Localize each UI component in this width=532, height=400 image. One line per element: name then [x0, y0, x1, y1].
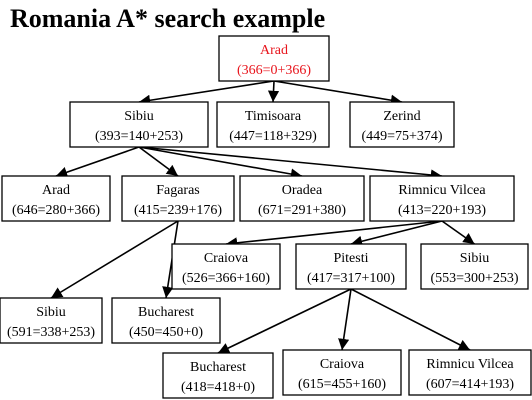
tree-node-n6: Oradea (671=291+380) [239, 175, 365, 222]
edge-n1-n4 [55, 146, 140, 178]
node-city-label: Zerind [383, 109, 420, 124]
tree-node-n15: Rimnicu Vilcea (607=414+193) [408, 349, 532, 396]
node-city-label: Craiova [204, 251, 249, 266]
node-cost-label: (417=317+100) [307, 271, 395, 286]
edge-n9-n15 [350, 288, 471, 351]
node-box [69, 101, 209, 148]
node-city-label: Arad [42, 183, 70, 198]
edge-layer [50, 80, 475, 354]
node-cost-label: (615=455+160) [298, 377, 386, 392]
tree-node-n4: Arad (646=280+366) [1, 175, 111, 222]
edge-n5-n11 [50, 220, 179, 299]
edge-n1-n6 [138, 146, 303, 180]
node-city-label: Bucharest [190, 360, 246, 375]
node-cost-label: (447=118+329) [229, 129, 317, 144]
node-city-label: Bucharest [138, 305, 194, 320]
tree-node-n13: Bucharest (418=418+0) [162, 352, 274, 399]
node-box [162, 352, 274, 399]
node-city-label: Craiova [320, 357, 365, 372]
node-box [1, 175, 111, 222]
edge-n7-n9 [350, 220, 443, 247]
node-city-label: Sibiu [36, 305, 66, 320]
tree-node-n0: Arad (366=0+366) [218, 35, 330, 82]
node-box [369, 175, 515, 222]
node-cost-label: (671=291+380) [258, 203, 346, 218]
node-city-label: Sibiu [124, 109, 154, 124]
edge-n1-n7 [138, 146, 443, 181]
node-box [239, 175, 365, 222]
node-box [121, 175, 235, 222]
node-city-label: Sibiu [460, 251, 490, 266]
node-box [282, 349, 402, 396]
edge-n9-n13 [217, 288, 352, 354]
node-cost-label: (607=414+193) [426, 377, 514, 392]
node-city-label: Rimnicu Vilcea [398, 183, 486, 198]
node-box [295, 243, 407, 290]
node-cost-label: (646=280+366) [12, 203, 100, 218]
tree-node-n10: Sibiu (553=300+253) [420, 243, 529, 290]
node-cost-label: (553=300+253) [430, 271, 518, 286]
edge-n0-n3 [273, 80, 403, 106]
node-city-label: Pitesti [333, 251, 368, 266]
edge-n0-n2 [267, 80, 280, 103]
tree-node-n2: Timisoara (447=118+329) [216, 101, 330, 148]
edge-n1-n5 [138, 146, 179, 177]
tree-node-n14: Craiova (615=455+160) [282, 349, 402, 396]
node-box [420, 243, 529, 290]
node-box [349, 101, 455, 148]
node-cost-label: (526=366+160) [182, 271, 270, 286]
tree-node-n12: Bucharest (450=450+0) [111, 297, 221, 344]
node-cost-label: (449=75+374) [361, 129, 442, 144]
edge-n0-n1 [138, 80, 275, 106]
tree-node-n1: Sibiu (393=140+253) [69, 101, 209, 148]
node-box [171, 243, 281, 290]
tree-node-n8: Craiova (526=366+160) [171, 243, 281, 290]
node-cost-label: (418=418+0) [181, 380, 255, 395]
edge-n7-n8 [225, 220, 443, 249]
node-city-label: Timisoara [245, 109, 302, 124]
tree-node-n3: Zerind (449=75+374) [349, 101, 455, 148]
node-cost-label: (366=0+366) [237, 63, 311, 78]
node-box [111, 297, 221, 344]
node-city-label: Rimnicu Vilcea [426, 357, 514, 372]
node-box [0, 297, 103, 344]
node-cost-label: (591=338+253) [7, 325, 95, 340]
node-box [218, 35, 330, 82]
edge-n7-n10 [441, 220, 475, 245]
node-layer: Arad (366=0+366) Sibiu (393=140+253) Timisoa… [0, 35, 532, 399]
node-cost-label: (415=239+176) [134, 203, 222, 218]
tree-node-n9: Pitesti (417=317+100) [295, 243, 407, 290]
diagram-title: Romania A* search example [10, 4, 325, 33]
node-box [216, 101, 330, 148]
node-city-label: Arad [260, 43, 288, 58]
node-city-label: Fagaras [156, 183, 200, 198]
node-cost-label: (450=450+0) [129, 325, 203, 340]
tree-node-n5: Fagaras (415=239+176) [121, 175, 235, 222]
tree-node-n11: Sibiu (591=338+253) [0, 297, 103, 344]
node-city-label: Oradea [282, 183, 323, 198]
node-cost-label: (413=220+193) [398, 203, 486, 218]
node-box [408, 349, 532, 396]
tree-node-n7: Rimnicu Vilcea (413=220+193) [369, 175, 515, 222]
edge-n9-n14 [338, 288, 352, 351]
node-cost-label: (393=140+253) [95, 129, 183, 144]
